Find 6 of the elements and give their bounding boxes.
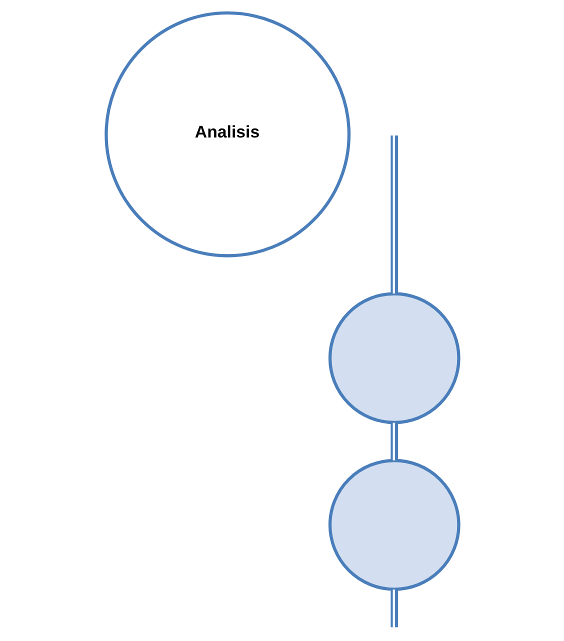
- node-circle: [328, 458, 460, 591]
- connector: [390, 136, 398, 294]
- node-circle: Analisis: [104, 11, 350, 258]
- connector: [390, 422, 398, 460]
- connector: [390, 590, 398, 628]
- node-circle: [328, 292, 460, 424]
